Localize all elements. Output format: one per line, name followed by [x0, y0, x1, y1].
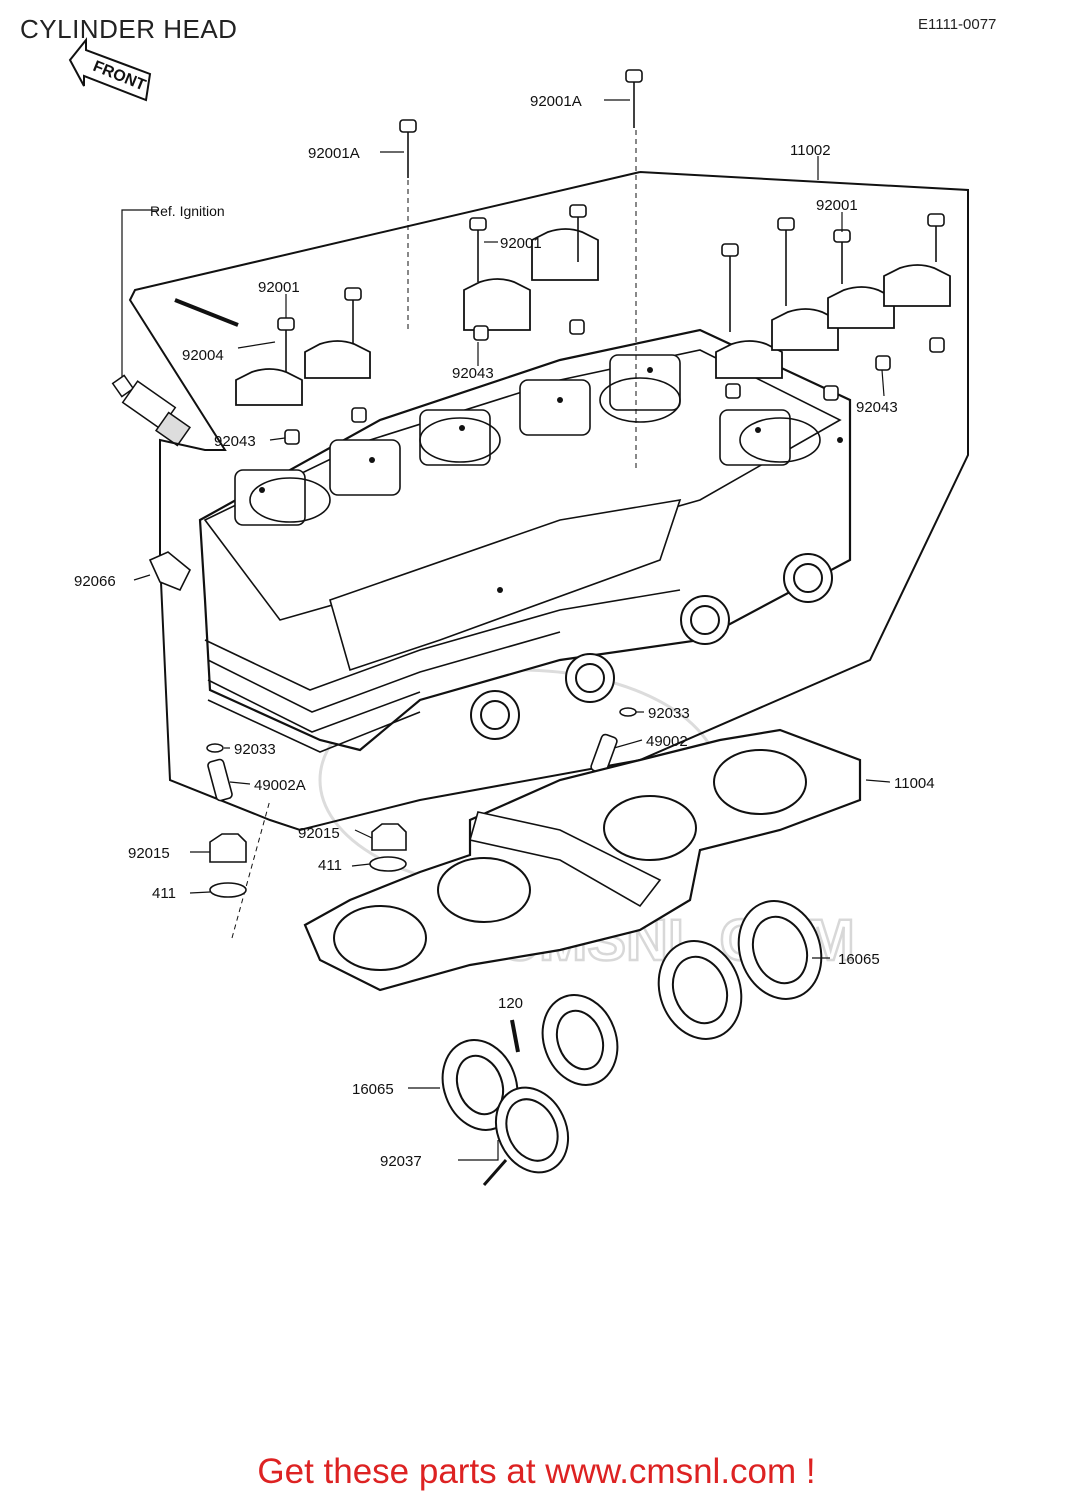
page-title: CYLINDER HEAD: [20, 14, 238, 44]
label-49002A: 49002A: [254, 777, 306, 794]
label-11002: 11002: [790, 142, 831, 159]
label-92033-left: 92033: [234, 741, 276, 758]
front-arrow-icon: FRONT: [68, 37, 152, 102]
nuts-washers: [209, 823, 407, 898]
label-92001-left: 92001: [258, 279, 300, 296]
label-92015-mid: 92015: [298, 825, 340, 842]
head-gasket: [303, 728, 862, 992]
footer-link[interactable]: Get these parts at www.cmsnl.com !: [257, 1452, 816, 1491]
label-92001-right: 92001: [816, 197, 858, 214]
label-92001A-top: 92001A: [530, 93, 582, 110]
label-411-left: 411: [152, 885, 176, 902]
diagram-code: E1111-0077: [918, 16, 997, 33]
cam-caps: [235, 228, 951, 406]
label-16065-right: 16065: [838, 951, 880, 968]
label-92037: 92037: [380, 1153, 422, 1170]
label-92033-right: 92033: [648, 705, 690, 722]
exploded-view-diagram: WWW.CMSNL.COM FRONT Ref. Ignition 11002: [68, 37, 969, 1186]
label-92001A-left: 92001A: [308, 145, 360, 162]
label-ref-ignition: Ref. Ignition: [150, 203, 225, 219]
intake-holders: [441, 900, 823, 1174]
label-92015-left: 92015: [128, 845, 170, 862]
cylinder-head: [198, 328, 852, 753]
label-16065-left: 16065: [352, 1081, 394, 1098]
label-92066: 92066: [74, 573, 116, 590]
label-49002: 49002: [646, 733, 688, 750]
label-120: 120: [498, 995, 523, 1012]
label-411-mid: 411: [318, 857, 342, 874]
dowel-pins: [284, 319, 945, 445]
label-11004: 11004: [894, 775, 935, 792]
spark-plug: [111, 374, 192, 447]
label-92043-left: 92043: [214, 433, 256, 450]
label-92004: 92004: [182, 347, 224, 364]
label-92043-mid: 92043: [452, 365, 494, 382]
label-92043-right: 92043: [856, 399, 898, 416]
label-92001-mid: 92001: [500, 235, 542, 252]
cap-bolts: [277, 69, 945, 372]
